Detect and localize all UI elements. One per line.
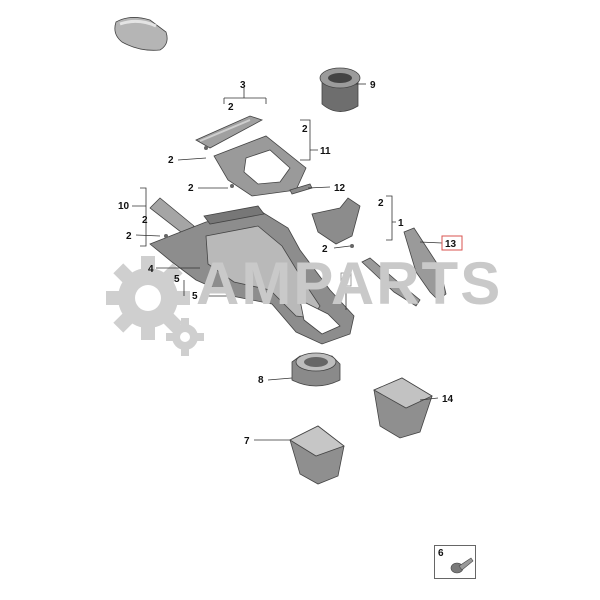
callout-2: 2 <box>126 231 132 242</box>
callout-10: 10 <box>118 201 130 212</box>
callout-7: 7 <box>244 436 250 447</box>
part-6-number: 6 <box>438 548 444 559</box>
callout-4: 4 <box>148 264 154 275</box>
shifter-bracket-part <box>311 197 361 245</box>
callout-2: 2 <box>228 102 234 113</box>
callout-9: 9 <box>370 80 376 91</box>
callout-2: 2 <box>378 198 384 209</box>
callout-11: 11 <box>320 146 331 157</box>
callout-13: 13 <box>445 239 457 250</box>
callout-1: 1 <box>398 218 404 229</box>
storage-bin-lower-part <box>289 425 345 485</box>
callout-3: 3 <box>240 80 246 91</box>
leader-lines <box>132 83 443 441</box>
side-trim-strip-part <box>361 227 447 307</box>
round-cup-insert-part <box>319 67 361 112</box>
storage-bin-right-part <box>373 377 433 439</box>
callout-13-highlight-box <box>441 235 463 251</box>
console-carrier-frame-part <box>149 205 355 345</box>
callout-6: 6 <box>343 276 349 287</box>
callout-12: 12 <box>334 183 346 194</box>
cup-holder-part <box>291 352 341 387</box>
upper-trim-strip-part <box>195 115 264 149</box>
callout-2: 2 <box>142 215 148 226</box>
bolt-icon <box>450 557 474 574</box>
callout-14: 14 <box>442 394 454 405</box>
left-trim-panel-part <box>149 197 195 237</box>
callout-2: 2 <box>188 183 194 194</box>
watermark-gear-small-icon <box>166 318 204 356</box>
key-fob-part <box>114 17 168 51</box>
callout-2: 2 <box>302 124 308 135</box>
watermark-text: AMPARTS <box>196 250 503 317</box>
screw-icon <box>164 146 354 298</box>
callout-6-box <box>340 272 352 287</box>
callout-8: 8 <box>258 375 264 386</box>
callout-5: 5 <box>174 274 180 285</box>
callout-2: 2 <box>322 244 328 255</box>
callout-5: 5 <box>192 291 198 302</box>
callout-2: 2 <box>168 155 174 166</box>
shifter-bezel-frame-part <box>213 135 307 197</box>
part-6-detail-box: 6 <box>434 545 476 579</box>
